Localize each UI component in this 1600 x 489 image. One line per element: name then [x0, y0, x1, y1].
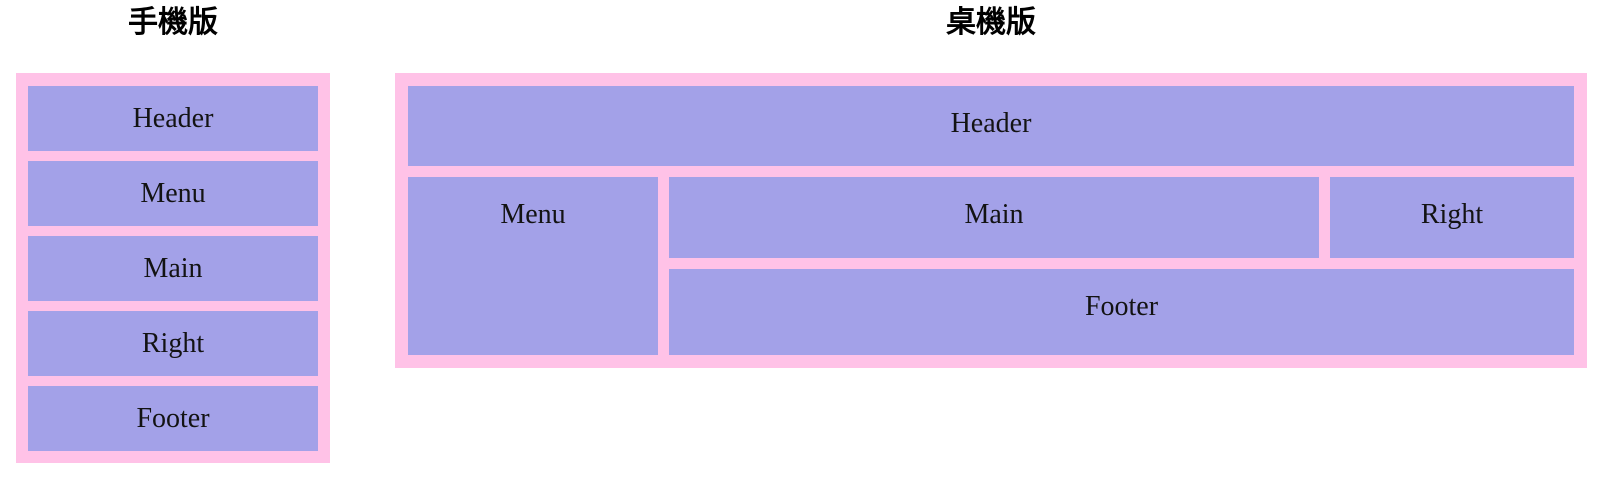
mobile-right-box: Right — [28, 311, 318, 376]
mobile-layout-title: 手機版 — [128, 6, 218, 39]
desktop-layout-title: 桌機版 — [946, 6, 1036, 39]
mobile-header-box: Header — [28, 86, 318, 151]
desktop-menu-box: Menu — [408, 177, 658, 355]
mobile-menu-box: Menu — [28, 161, 318, 226]
mobile-main-box: Main — [28, 236, 318, 301]
desktop-right-box: Right — [1330, 177, 1574, 258]
desktop-footer-box: Footer — [669, 269, 1574, 355]
mobile-footer-box: Footer — [28, 386, 318, 451]
desktop-main-box: Main — [669, 177, 1319, 258]
mobile-layout-container: Header Menu Main Right Footer — [16, 73, 330, 463]
desktop-layout-container: Header Menu Main Right Footer — [395, 73, 1587, 368]
desktop-header-box: Header — [408, 86, 1574, 166]
